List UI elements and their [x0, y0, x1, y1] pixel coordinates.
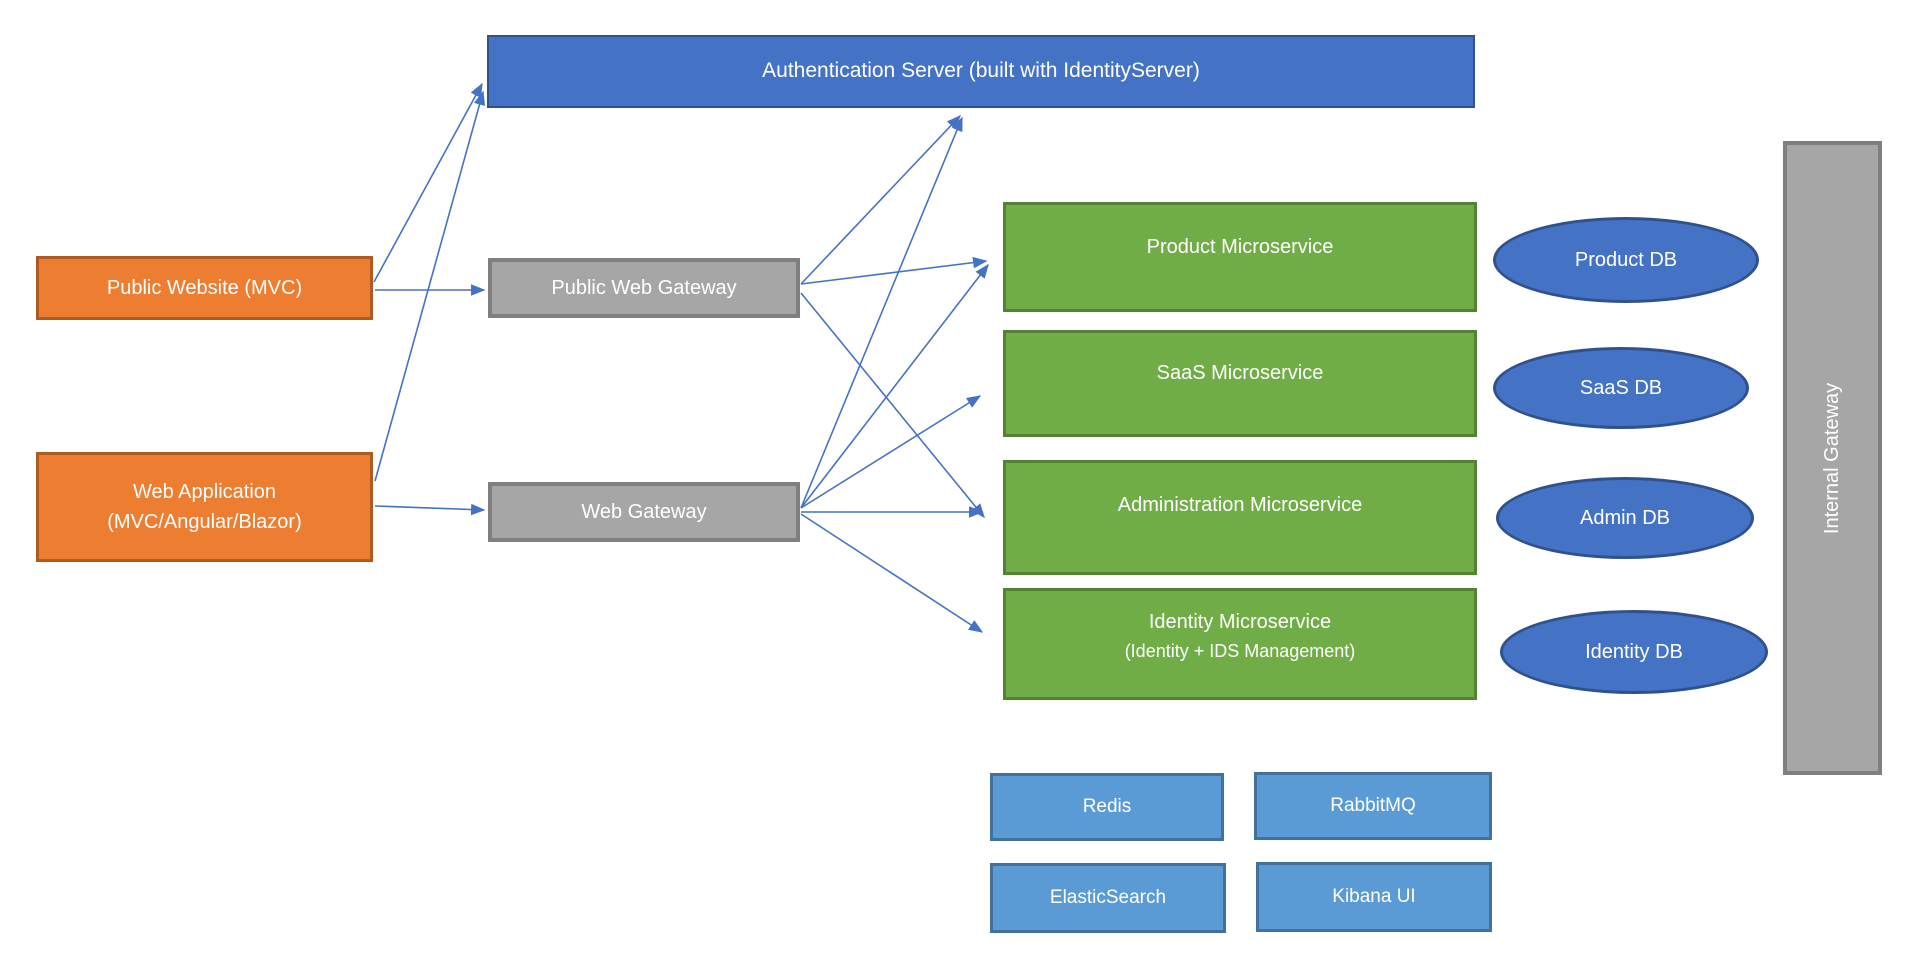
saas-db-ellipse: SaaS DB — [1493, 347, 1749, 429]
public-website-box: Public Website (MVC) — [36, 256, 373, 320]
elasticsearch-box: ElasticSearch — [990, 863, 1226, 933]
redis-label: Redis — [1082, 796, 1132, 818]
edge-web-application-to-web-gateway — [374, 503, 486, 516]
administration-microservice-box: Administration Microservice — [1003, 460, 1477, 575]
identity-microservice-label-line2: (Identity + IDS Management) — [1124, 641, 1356, 661]
edge-web-gateway-to-saas-ms — [800, 395, 982, 509]
kibana-ui-label: Kibana UI — [1332, 886, 1416, 908]
web-application-label-line1: Web Application — [132, 480, 277, 503]
administration-microservice-label: Administration Microservice — [1117, 494, 1363, 516]
edge-public-web-gateway-to-product-ms — [800, 256, 988, 285]
edge-public-web-gateway-to-auth-server — [800, 114, 961, 285]
public-web-gateway-label: Public Web Gateway — [551, 276, 737, 299]
public-web-gateway-box: Public Web Gateway — [488, 258, 800, 318]
admin-db-label: Admin DB — [1579, 506, 1671, 529]
identity-db-label: Identity DB — [1585, 640, 1683, 663]
saas-db-label: SaaS DB — [1579, 376, 1663, 399]
auth-server-box: Authentication Server (built with Identi… — [487, 35, 1475, 108]
product-db-ellipse: Product DB — [1493, 217, 1759, 303]
public-website-label: Public Website (MVC) — [106, 276, 303, 299]
rabbitmq-label: RabbitMQ — [1330, 795, 1416, 817]
rabbitmq-box: RabbitMQ — [1254, 772, 1492, 840]
web-application-box: Web Application (MVC/Angular/Blazor) — [36, 452, 373, 562]
internal-gateway-bar: Internal Gateway — [1783, 141, 1882, 775]
identity-db-ellipse: Identity DB — [1500, 610, 1768, 694]
admin-db-ellipse: Admin DB — [1496, 477, 1754, 559]
internal-gateway-label: Internal Gateway — [1821, 382, 1844, 534]
product-microservice-box: Product Microservice — [1003, 202, 1477, 312]
edge-web-gateway-to-auth-server — [800, 116, 963, 509]
identity-microservice-box: Identity Microservice (Identity + IDS Ma… — [1003, 588, 1477, 700]
web-application-label-line2: (MVC/Angular/Blazor) — [107, 510, 302, 533]
identity-microservice-label-line1: Identity Microservice — [1148, 611, 1332, 633]
web-gateway-box: Web Gateway — [488, 482, 800, 542]
edge-public-web-gateway-to-admin-ms — [800, 292, 985, 519]
saas-microservice-box: SaaS Microservice — [1003, 330, 1477, 437]
edge-web-application-to-auth-server — [374, 90, 486, 482]
kibana-ui-box: Kibana UI — [1256, 862, 1492, 932]
redis-box: Redis — [990, 773, 1224, 841]
product-microservice-label: Product Microservice — [1146, 236, 1334, 258]
web-gateway-label: Web Gateway — [581, 500, 707, 523]
auth-server-label: Authentication Server (built with Identi… — [762, 59, 1200, 83]
elasticsearch-label: ElasticSearch — [1049, 887, 1167, 909]
product-db-label: Product DB — [1574, 248, 1678, 271]
edge-web-gateway-to-identity-ms — [800, 513, 984, 633]
saas-microservice-label: SaaS Microservice — [1156, 362, 1324, 384]
edge-web-gateway-to-product-ms — [800, 263, 989, 509]
edge-public-website-to-auth-server — [373, 82, 483, 283]
